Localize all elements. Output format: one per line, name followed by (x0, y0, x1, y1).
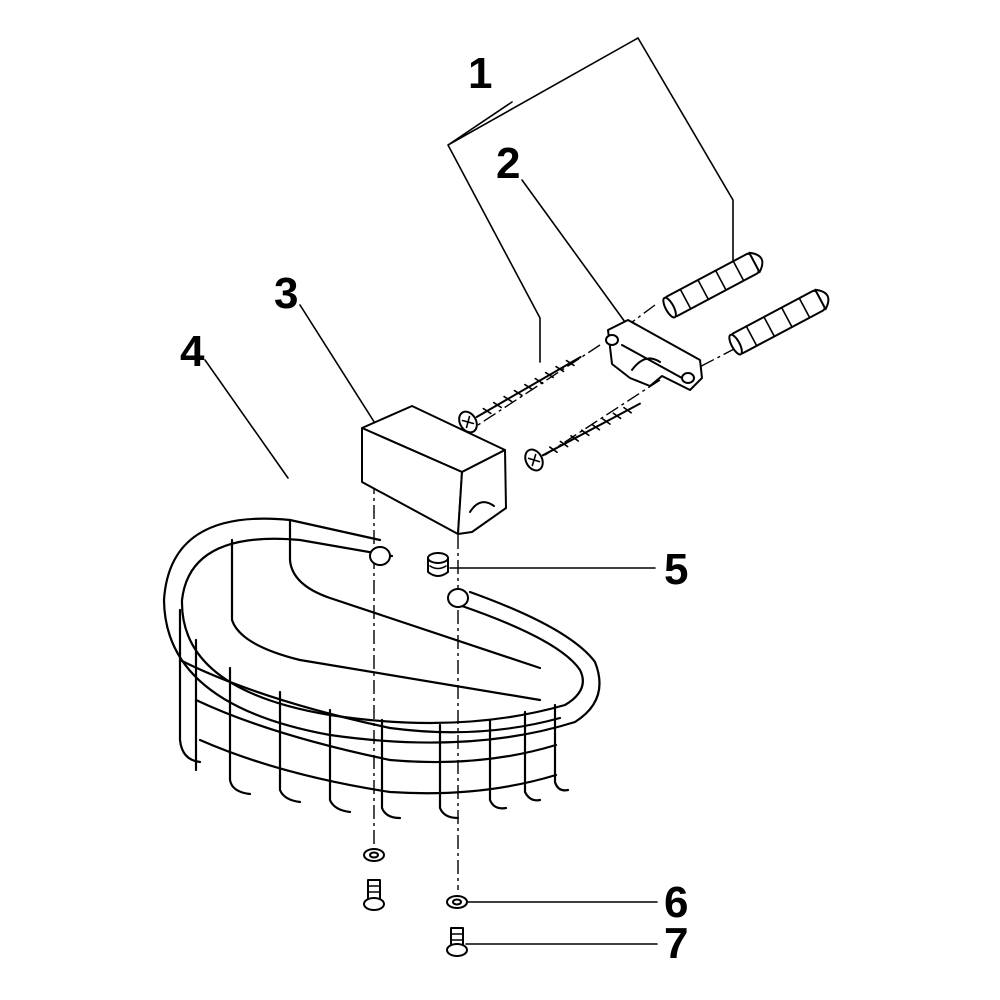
wood-screw-upper (458, 356, 582, 434)
callout-7: 7 (664, 919, 688, 968)
leader-line-4 (204, 359, 289, 479)
leader-line-3 (299, 304, 379, 429)
leader-lines (204, 37, 734, 945)
plug (427, 552, 449, 577)
screw-left (363, 879, 385, 911)
callout-6: 6 (664, 878, 688, 927)
callout-4: 4 (180, 327, 205, 376)
wall-bracket (605, 319, 703, 391)
cover-cap (361, 405, 507, 535)
leader-line-2 (521, 179, 626, 323)
callout-1: 1 (468, 49, 492, 98)
screw-right (446, 927, 468, 957)
callout-numbers: 1 2 3 4 5 6 7 (180, 49, 688, 968)
wood-screw-lower (524, 402, 641, 472)
wall-plug-upper (662, 251, 764, 319)
leader-line-1 (447, 37, 734, 363)
callout-5: 5 (664, 545, 688, 594)
wire-basket (162, 517, 601, 820)
assembly-axes (373, 304, 737, 890)
washer-left (363, 848, 385, 862)
callout-3: 3 (274, 269, 298, 318)
wall-plug-lower (728, 288, 830, 356)
callout-2: 2 (496, 139, 520, 188)
washer-right (446, 895, 468, 909)
